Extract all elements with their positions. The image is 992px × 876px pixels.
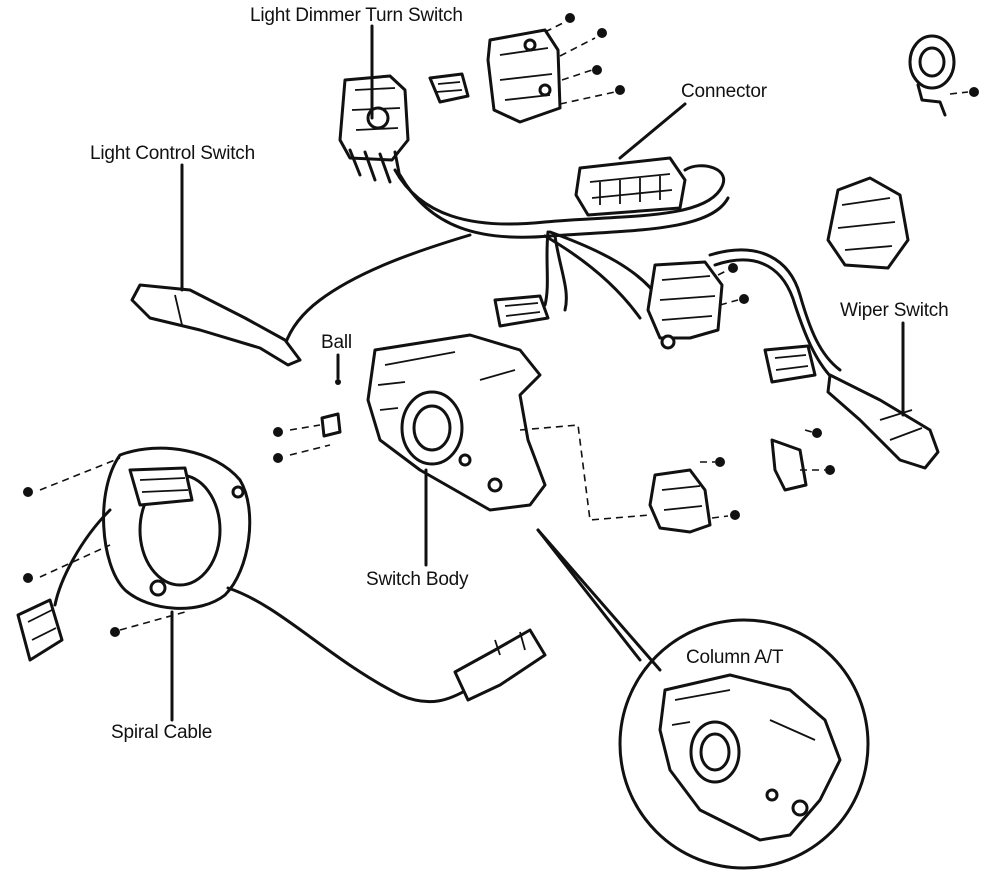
screw-set-top (565, 13, 625, 95)
wiper-switch-base-part (646, 260, 724, 350)
switch-body-part (366, 333, 547, 512)
ring-part (908, 34, 956, 117)
label-column-at: Column A/T (686, 647, 784, 668)
spiral-screw-2 (23, 573, 33, 583)
spiral-screw-1 (23, 487, 33, 497)
ball-part (335, 379, 341, 385)
spiral-screw-3 (110, 627, 120, 637)
body-screw-1 (273, 427, 283, 437)
cover-shell-part (826, 176, 910, 270)
right-screw-2 (812, 428, 822, 438)
wiper-plug-part (763, 344, 817, 384)
spiral-cable-part (102, 446, 252, 610)
body-screw-2 (273, 453, 283, 463)
label-ball: Ball (321, 332, 352, 353)
column-at-body-part (658, 673, 842, 842)
light-control-lever-part (130, 283, 302, 367)
ring-screw (969, 87, 979, 97)
connector-part (574, 156, 687, 217)
spiral-wire-left (53, 508, 112, 607)
right-clip (770, 438, 808, 492)
right-screw-3 (825, 465, 835, 475)
label-light-control-switch: Light Control Switch (90, 143, 255, 164)
spiral-wire-right (226, 586, 472, 704)
right-bracket-part (648, 468, 712, 534)
spiral-plug-left (16, 598, 64, 662)
spiral-plug-right (453, 628, 547, 702)
right-screw-4 (730, 510, 740, 520)
right-screw-1 (715, 457, 725, 467)
dimmer-bracket-part (486, 28, 562, 124)
label-light-dimmer-turn-switch: Light Dimmer Turn Switch (250, 5, 463, 26)
label-switch-body: Switch Body (366, 569, 469, 590)
wiper-base-screw-2 (739, 294, 749, 304)
body-clip (320, 412, 342, 438)
inset-leader-right (536, 528, 662, 672)
dimmer-clip-part (428, 72, 470, 104)
column-at-inset-circle (618, 618, 870, 870)
label-connector: Connector (681, 81, 767, 102)
mid-plug-part (493, 294, 550, 328)
label-spiral-cable: Spiral Cable (111, 722, 213, 743)
wire-harness (283, 164, 842, 380)
leader-connector (618, 102, 687, 160)
wiper-lever-part (826, 373, 940, 470)
light-dimmer-turn-switch-part (338, 74, 410, 184)
wiper-base-screw-1 (728, 263, 738, 273)
label-wiper-switch: Wiper Switch (840, 300, 949, 321)
